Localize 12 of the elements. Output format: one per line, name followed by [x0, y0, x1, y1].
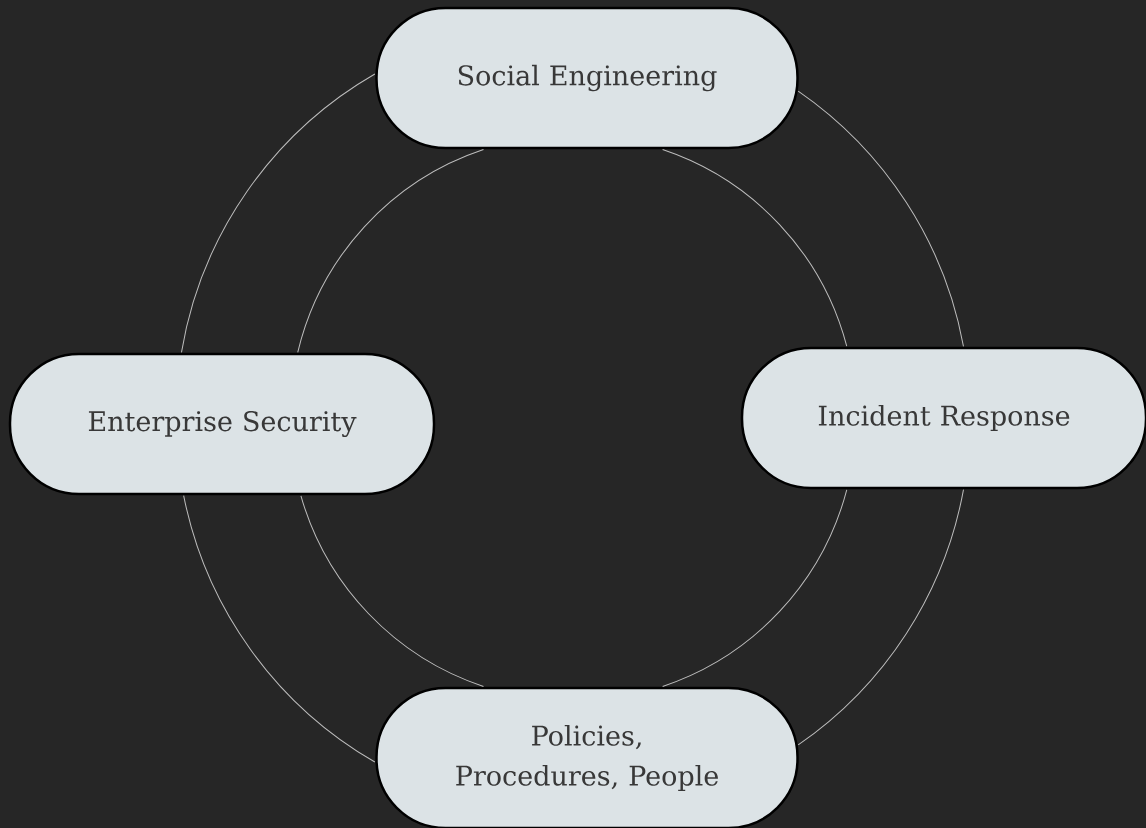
ring-arc	[662, 489, 848, 687]
ring-arc	[797, 90, 964, 347]
pill-box: Enterprise Security	[8, 352, 436, 496]
ring-arc	[297, 149, 484, 353]
ring-arc	[662, 149, 848, 347]
pill-box: Social Engineering	[375, 6, 799, 150]
pill-box: Policies, Procedures, People	[375, 686, 799, 828]
ring-arc	[183, 495, 376, 763]
ring-arc	[300, 495, 484, 687]
pill-box: Incident Response	[740, 346, 1146, 490]
ring-arc	[180, 73, 376, 353]
ring-arc	[797, 489, 964, 746]
